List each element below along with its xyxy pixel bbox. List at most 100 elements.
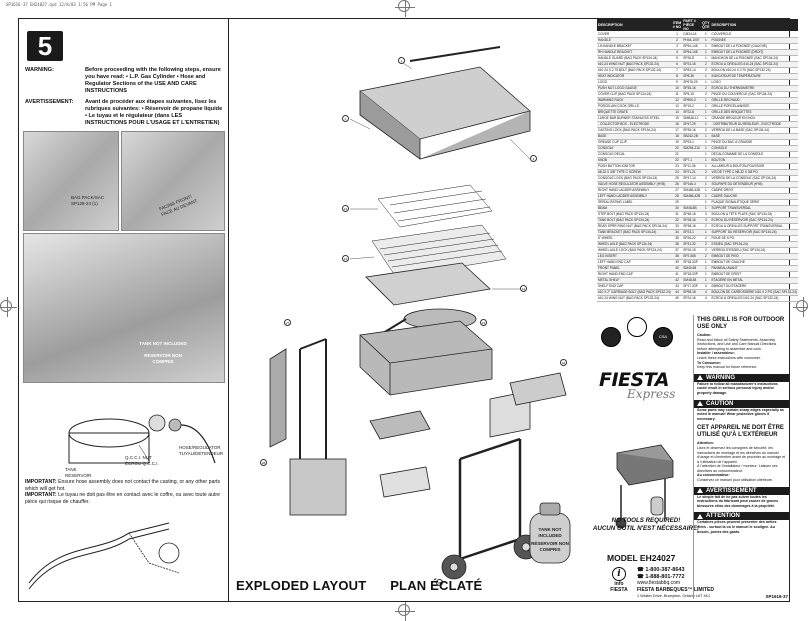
table-cell: PUSH BUTTON IGNITOR — [597, 163, 672, 170]
callout-42: 42 — [560, 359, 567, 366]
table-cell: 25 — [671, 175, 683, 182]
table-cell: PANNEAU AVANT — [710, 265, 798, 272]
registration-mark-right — [793, 297, 808, 317]
table-cell: EMBOUT DE PIED — [710, 253, 798, 260]
consumer-text: Keep this manual for future reference. — [697, 365, 758, 370]
hose-regulator-label: HOSE/REGULATOR TUYAU/DÉTENDEUR — [179, 445, 224, 456]
table-cell: 2 — [671, 37, 683, 44]
warning-label-en: WARNING: — [25, 67, 54, 73]
info-logo: i info FIESTA — [605, 567, 633, 597]
callout-27: 27 — [284, 319, 291, 326]
table-cell: - DISTRIBUTEUR DU BRÛLEUR - ÉLECTRODE — [710, 121, 798, 128]
table-cell: SM40-58 — [682, 265, 702, 272]
table-cell: ÉCROU À OREILLES N10-24 (SAC SP132-24) — [710, 295, 798, 302]
table-cell: COUVERCLE — [710, 31, 798, 38]
table-cell: 45 — [671, 295, 683, 302]
table-cell: HEAT INDICATOR — [597, 73, 672, 80]
exploded-diagram: 1 2 3 12 13 14 15 27 28 42 35 TANK NOT I… — [230, 19, 596, 601]
bag-pack-label: BAG PACK/SAC SP128-24 (1) — [71, 195, 105, 206]
table-cell: PH44-1007 — [682, 37, 702, 44]
caution-bar-label: CAUTION — [706, 400, 734, 407]
table-cell: SP676-29 — [682, 79, 702, 86]
registration-mark-bottom — [395, 601, 415, 621]
caution-triangle-icon — [697, 401, 703, 407]
table-cell: CASTING LOCK (BAG PACK SP134-24) — [597, 127, 672, 134]
attention-text: Certaines pièces peuvent présenter des a… — [697, 520, 777, 534]
table-cell: 28 — [671, 193, 683, 200]
table-cell: 39 — [671, 259, 683, 266]
table-cell: 14 — [671, 109, 683, 116]
table-cell: 22 — [671, 157, 683, 164]
warning-label-fr: AVERTISSEMENT: — [25, 99, 74, 105]
table-cell: COVER — [597, 31, 672, 38]
table-cell: 32 — [671, 217, 683, 224]
table-cell: METAL SHELF — [597, 277, 672, 284]
table-cell: WHEEL AXLE (BAG PACK SP134-24) — [597, 241, 672, 248]
tank-label: TANK RÉSERVOIR — [65, 467, 92, 478]
step-column: 5 WARNING: Before proceeding with the fo… — [19, 19, 229, 601]
table-cell: 1 — [701, 43, 711, 50]
table-cell: 1 — [701, 181, 711, 188]
fr-attention-label: Attention: — [697, 441, 714, 446]
warning-triangle-icon — [697, 375, 703, 381]
table-cell: #10-24 WING NUT (BAG PACK SP132-24) — [597, 295, 672, 302]
table-cell: 1 — [671, 31, 683, 38]
brand-name: FIESTA — [599, 369, 669, 391]
fr-consumer-label: Au consommateur: — [697, 473, 730, 478]
table-row: REAR SPRR RING NUT (BAG PACK SP134-24)33… — [597, 223, 798, 230]
table-cell: 1 — [701, 97, 711, 104]
caution-text: Read and follow all Safety Statements, A… — [697, 337, 777, 351]
table-cell: RIGHT HAND END CAP — [597, 271, 672, 278]
parts-table-header: DESCRIPTION ITEM # NO PART # PIÈCE NO QT… — [597, 19, 798, 31]
avertissement-triangle-icon — [697, 488, 703, 494]
table-cell: 1 — [701, 49, 711, 56]
table-cell: 18 — [671, 133, 683, 140]
table-cell: 3 — [701, 211, 711, 218]
table-cell: SP7-1 — [682, 157, 702, 164]
table-cell: VERROU DE LA BASE (SAC SP134-24) — [710, 127, 798, 134]
photo-facing-front — [121, 131, 225, 231]
installer-text: Leave these instructions with consumer. — [697, 355, 761, 360]
website: www.fiestabbq.com — [637, 580, 681, 586]
reservoir-non-compris-label: RÉSERVOIR NON COMPRIS — [144, 353, 182, 364]
warning-bar-label: WARNING — [706, 374, 735, 381]
caution-label: Caution: — [697, 333, 712, 337]
table-cell: 2 — [701, 91, 711, 98]
table-cell: SP18-33P — [682, 259, 702, 266]
table-cell: PLAQUE SIGNALÉTIQUE SÉRIE — [710, 199, 798, 206]
table-cell: INDICATEUR DE TEMPÉRATURE — [710, 73, 798, 80]
table-cell: ÉCROU À OREILLES SUPPORT TRANSVERSAL — [710, 223, 798, 230]
table-cell: SP17-33P — [682, 283, 702, 290]
table-cell: CONSOLE — [710, 145, 798, 152]
table-cell: 1 — [701, 163, 711, 170]
registration-mark-top — [395, 0, 415, 17]
table-cell: 1 — [701, 109, 711, 116]
fr-outdoor-title: CET APPAREIL NE DOIT ÊTRE UTILISÉ QU'À L… — [697, 425, 784, 439]
table-cell: VIS DE TYPE C N8-32 X 3/8 PO — [710, 169, 798, 176]
table-cell: BASE — [710, 133, 798, 140]
table-cell: 38 — [671, 253, 683, 260]
header-part: PART # PIÈCE NO — [682, 19, 702, 31]
callout-3: 3 — [530, 155, 537, 162]
no-tools-fr: AUCUN OUTIL N'EST NÉCESSAIRE! — [592, 524, 700, 532]
caution-block: Caution: Read and follow all Safety Stat… — [694, 333, 789, 372]
outdoor-title: THIS GRILL IS FOR OUTDOOR USE ONLY — [697, 317, 785, 330]
table-cell: SP35-16 — [682, 127, 702, 134]
fr-consumer-text: Conservez ce manuel pour utilisation ult… — [697, 478, 773, 483]
table-cell: ROUE DE 6 PO — [710, 235, 798, 242]
